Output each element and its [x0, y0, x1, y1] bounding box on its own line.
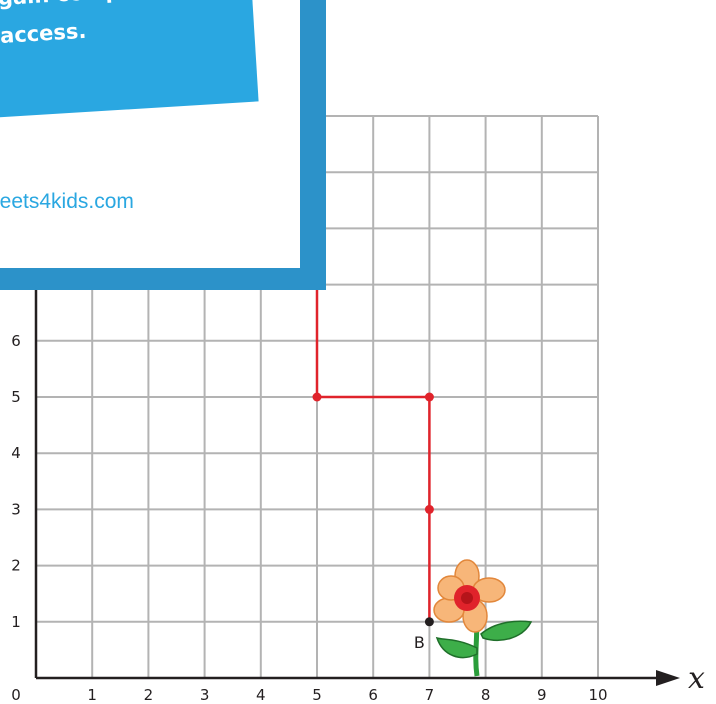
- x-axis-arrowhead: [656, 670, 680, 686]
- promo-note-text: gain complete access.: [0, 0, 166, 49]
- x-tick-label: 10: [588, 686, 607, 704]
- x-axis-label: x: [688, 661, 705, 696]
- y-tick-label: 1: [11, 613, 21, 631]
- promo-url-link[interactable]: heets4kids.com: [0, 190, 134, 213]
- x-tick-label: 0: [11, 686, 21, 704]
- point-label: B: [414, 633, 425, 652]
- x-tick-labels: 0 1 2 3 4 5 6 7 8 9 10: [11, 686, 607, 704]
- x-tick-label: 3: [200, 686, 210, 704]
- promo-banner: gain complete access. heets4kids.com: [0, 0, 326, 290]
- flower-icon: [433, 559, 533, 677]
- x-tick-label: 7: [425, 686, 435, 704]
- y-tick-label: 6: [11, 332, 21, 350]
- axes: x: [34, 280, 705, 696]
- x-tick-label: 5: [312, 686, 322, 704]
- x-tick-label: 1: [87, 686, 97, 704]
- y-tick-labels: 1 2 3 4 5 6: [11, 332, 21, 631]
- x-tick-label: 8: [481, 686, 491, 704]
- x-tick-label: 9: [537, 686, 547, 704]
- x-tick-label: 4: [256, 686, 266, 704]
- promo-panel: gain complete access. heets4kids.com: [0, 0, 300, 268]
- y-tick-label: 3: [11, 500, 21, 518]
- path-point: [312, 392, 322, 402]
- marked-points: B: [312, 392, 434, 652]
- y-tick-label: 2: [11, 557, 21, 575]
- path-point: [424, 504, 434, 514]
- path-point: [424, 392, 434, 402]
- point-b: [424, 617, 434, 627]
- x-tick-label: 2: [144, 686, 154, 704]
- y-tick-label: 4: [11, 444, 21, 462]
- promo-note: gain complete access.: [0, 0, 259, 120]
- y-tick-label: 5: [11, 388, 21, 406]
- x-tick-label: 6: [368, 686, 378, 704]
